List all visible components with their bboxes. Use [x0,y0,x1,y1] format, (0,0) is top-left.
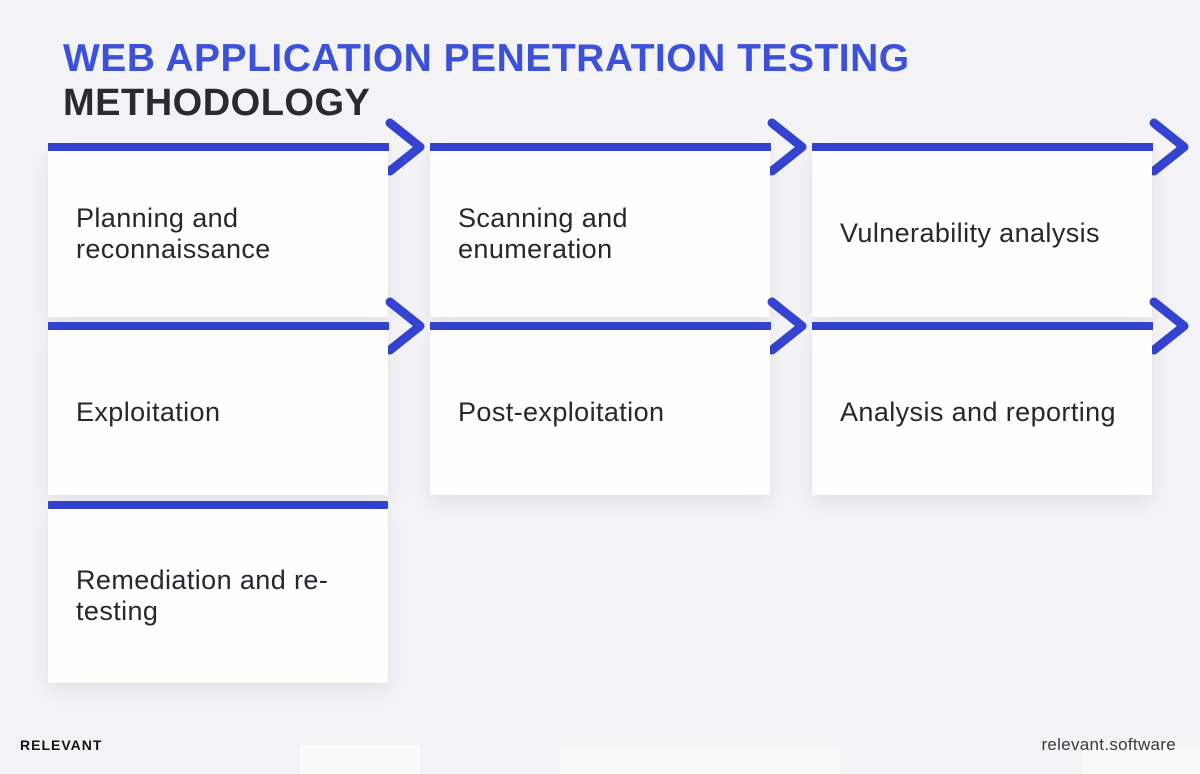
stage-label: Remediation and re-testing [76,564,329,626]
stage-box-planning-reconnaissance: Planning and reconnaissance [48,151,388,317]
stage-label: Planning and reconnaissance [76,202,271,264]
stage-label: Exploitation [76,396,221,427]
stage-box-vulnerability-analysis: Vulnerability analysis [812,151,1152,317]
stage-label: Scanning and enumeration [458,202,628,264]
divider-bar [48,501,388,509]
stage-box-exploitation: Exploitation [48,330,388,495]
stage-box-post-exploitation: Post-exploitation [430,330,770,495]
footer-website: relevant.software [1041,735,1176,754]
stage-label: Analysis and reporting [840,396,1116,427]
stage-label: Vulnerability analysis [840,218,1100,249]
page-title-line2: METHODOLOGY [63,81,371,124]
brand-logo: RELEVANT [20,737,103,753]
stage-box-remediation-retesting: Remediation and re-testing [48,509,388,683]
page-title-line1: WEB APPLICATION PENETRATION TESTING [63,37,910,80]
stage-label: Post-exploitation [458,396,665,427]
stage-box-analysis-reporting: Analysis and reporting [812,330,1152,495]
stage-box-scanning-enumeration: Scanning and enumeration [430,151,770,317]
background-artifact [300,745,420,774]
background-artifact [560,746,840,774]
page-title: WEB APPLICATION PENETRATION TESTING METH… [63,37,910,125]
